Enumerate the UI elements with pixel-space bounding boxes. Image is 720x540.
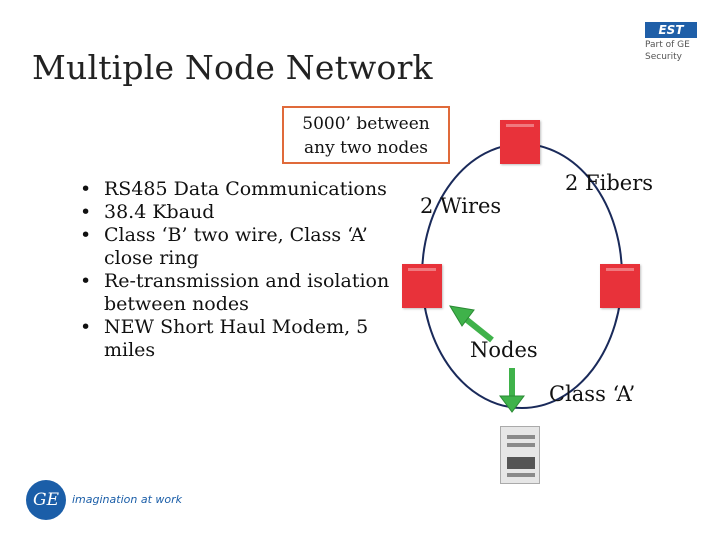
slide-title: Multiple Node Network <box>32 48 433 87</box>
ge-tagline: imagination at work <box>72 493 182 506</box>
callout-line-1: 5000’ between <box>302 114 430 134</box>
node-panel-top <box>500 120 540 164</box>
ge-logo: GE <box>26 480 66 520</box>
arrow-to-cabinet <box>499 368 525 413</box>
label-2-wires: 2 Wires <box>420 194 502 218</box>
callout-line-2: any two nodes <box>304 138 428 158</box>
node-panel-right <box>600 264 640 308</box>
bullet-item: 38.4 Kbaud <box>80 201 390 224</box>
est-sub-line1: Part of GE <box>645 40 690 50</box>
bullet-item: RS485 Data Communications <box>80 178 390 201</box>
bullet-item: Re-transmission and isolation between no… <box>80 270 390 316</box>
bullet-item: Class ‘B’ two wire, Class ‘A’ close ring <box>80 224 390 270</box>
est-badge: EST <box>645 22 697 38</box>
node-panel-left <box>402 264 442 308</box>
label-2-fibers: 2 Fibers <box>565 171 654 195</box>
bullet-list: RS485 Data Communications 38.4 Kbaud Cla… <box>80 178 390 362</box>
bullet-item: NEW Short Haul Modem, 5 miles <box>80 316 390 362</box>
est-sub-line2: Security <box>645 52 682 62</box>
label-nodes: Nodes <box>470 338 538 362</box>
label-class-a: Class ‘A’ <box>549 382 636 406</box>
arrow-to-left-node <box>449 305 494 343</box>
est-logo: EST Part of GE Security <box>645 22 701 64</box>
node-cabinet <box>500 426 540 484</box>
distance-callout: 5000’ between any two nodes <box>282 106 450 164</box>
